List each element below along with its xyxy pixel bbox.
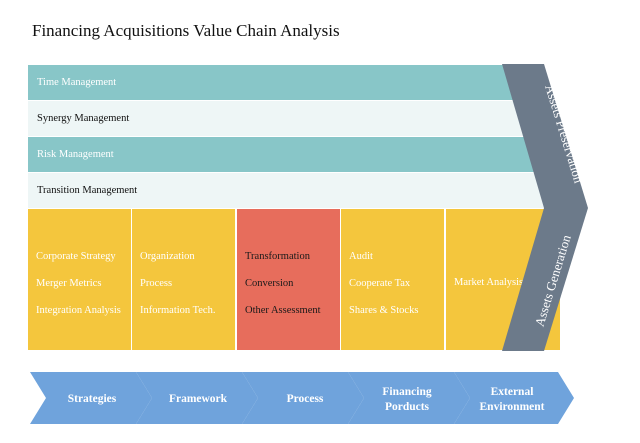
- chevron-label: Process: [287, 393, 324, 405]
- assets-preservation-band: [502, 64, 588, 208]
- row-transition-management: Transition Management: [28, 173, 559, 208]
- row-synergy-management: Synergy Management: [28, 101, 548, 136]
- column-item: Market Analysis: [454, 277, 524, 288]
- column-item: Organization: [140, 251, 195, 262]
- column-item: Conversion: [245, 278, 294, 289]
- column-strategy: Corporate Strategy Merger Metrics Integr…: [28, 209, 131, 350]
- column-item: Transformation: [245, 251, 310, 262]
- column-transformation: Transformation Conversion Other Assessme…: [237, 209, 340, 350]
- column-item: Cooperate Tax: [349, 278, 411, 289]
- chevron-label: External: [491, 386, 534, 398]
- chevron-label: Strategies: [68, 393, 117, 405]
- row-risk-management: Risk Management: [28, 137, 554, 172]
- column-item: Process: [140, 278, 173, 289]
- column-item: Merger Metrics: [36, 278, 102, 289]
- chevron-strategies: [30, 372, 152, 424]
- chevron-process: [242, 372, 364, 424]
- row-time-management: Time Management: [28, 65, 544, 100]
- diagram-title: Financing Acquisitions Value Chain Analy…: [32, 21, 340, 40]
- column-item: Information Tech.: [140, 305, 216, 316]
- assets-generation-band: [502, 208, 588, 351]
- column-organization: Organization Process Information Tech.: [132, 209, 235, 350]
- chevron-label: Porducts: [385, 401, 430, 413]
- chevron-external-environment: [454, 372, 574, 424]
- chevron-label: Financing: [382, 386, 431, 398]
- column-item: Other Assessment: [245, 305, 321, 316]
- chevron-framework: [136, 372, 258, 424]
- chevron-label: Framework: [169, 393, 228, 405]
- column-item: Corporate Strategy: [36, 251, 116, 262]
- column-item: Shares & Stocks: [349, 305, 419, 316]
- chevron-financing-products: [348, 372, 470, 424]
- column-item: Audit: [349, 251, 373, 262]
- column-audit: Audit Cooperate Tax Shares & Stocks: [341, 209, 444, 350]
- column-item: Integration Analysis: [36, 305, 121, 316]
- chevron-label: Environment: [480, 401, 545, 413]
